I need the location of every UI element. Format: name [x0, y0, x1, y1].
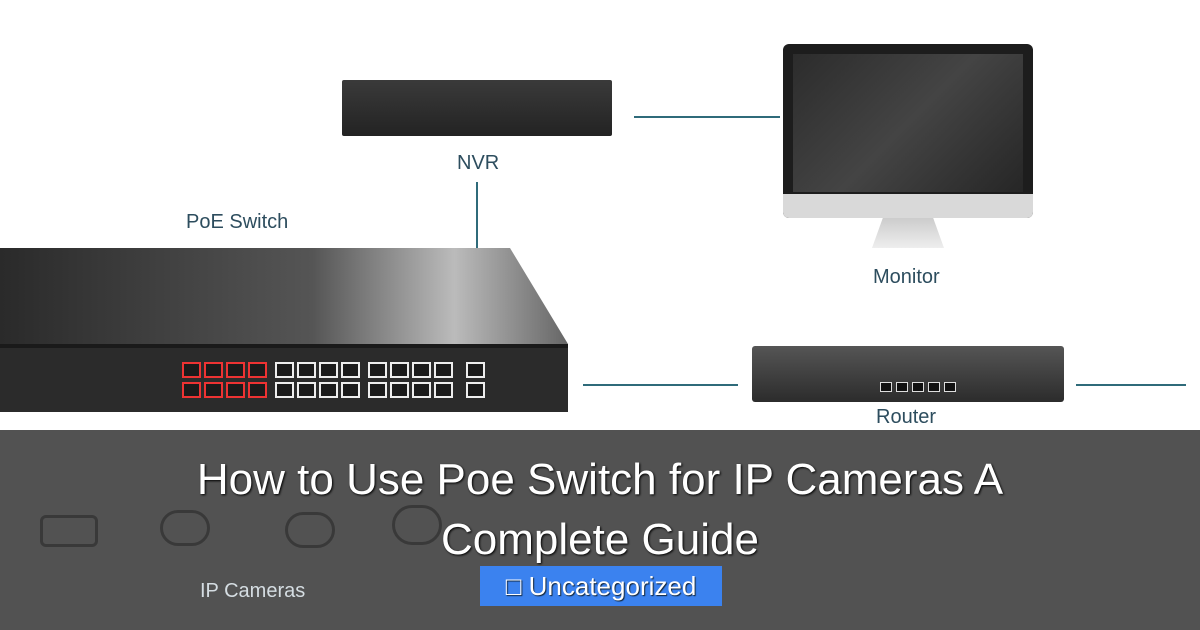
ethernet-port	[368, 382, 387, 398]
ethernet-port	[204, 362, 223, 378]
ethernet-port	[182, 382, 201, 398]
switch-router-connector	[583, 384, 738, 386]
nvr-label: NVR	[457, 152, 500, 174]
ethernet-port	[412, 382, 431, 398]
poe-switch-front-panel	[0, 344, 568, 412]
router-uplink-connector	[1076, 384, 1186, 386]
post-title: How to Use Poe Switch for IP Cameras A C…	[196, 455, 1004, 564]
monitor-image	[783, 44, 1033, 218]
ethernet-port	[434, 362, 453, 378]
router-port	[880, 382, 892, 392]
ethernet-port	[275, 382, 294, 398]
ethernet-port	[226, 382, 245, 398]
ethernet-port	[297, 382, 316, 398]
ethernet-port	[204, 382, 223, 398]
monitor-label: Monitor	[873, 266, 940, 288]
ethernet-port	[412, 362, 431, 378]
poe-switch-label: PoE Switch	[186, 211, 289, 233]
ethernet-port	[341, 382, 360, 398]
ethernet-port	[275, 362, 294, 378]
router-port	[944, 382, 956, 392]
router-image	[752, 346, 1064, 402]
uplink-port	[466, 382, 485, 398]
nvr-device-image	[342, 80, 612, 136]
monitor-stand	[872, 218, 944, 248]
ethernet-port	[226, 362, 245, 378]
ethernet-port	[319, 362, 338, 378]
nvr-monitor-connector	[634, 116, 780, 118]
ethernet-port	[248, 362, 267, 378]
poe-switch-image	[0, 248, 568, 344]
folder-icon: □	[505, 571, 522, 601]
router-label: Router	[876, 406, 937, 428]
category-badge[interactable]: □ Uncategorized	[480, 566, 722, 606]
ethernet-port	[341, 362, 360, 378]
ethernet-port	[297, 362, 316, 378]
ethernet-port	[368, 362, 387, 378]
router-port	[928, 382, 940, 392]
ethernet-port	[434, 382, 453, 398]
router-port	[912, 382, 924, 392]
category-label: Uncategorized	[528, 571, 697, 601]
ethernet-port	[390, 362, 409, 378]
ethernet-port	[390, 382, 409, 398]
uplink-port	[466, 362, 485, 378]
ethernet-port	[248, 382, 267, 398]
router-port	[896, 382, 908, 392]
ethernet-port	[319, 382, 338, 398]
ip-cameras-label: IP Cameras	[200, 580, 306, 602]
ethernet-port	[182, 362, 201, 378]
